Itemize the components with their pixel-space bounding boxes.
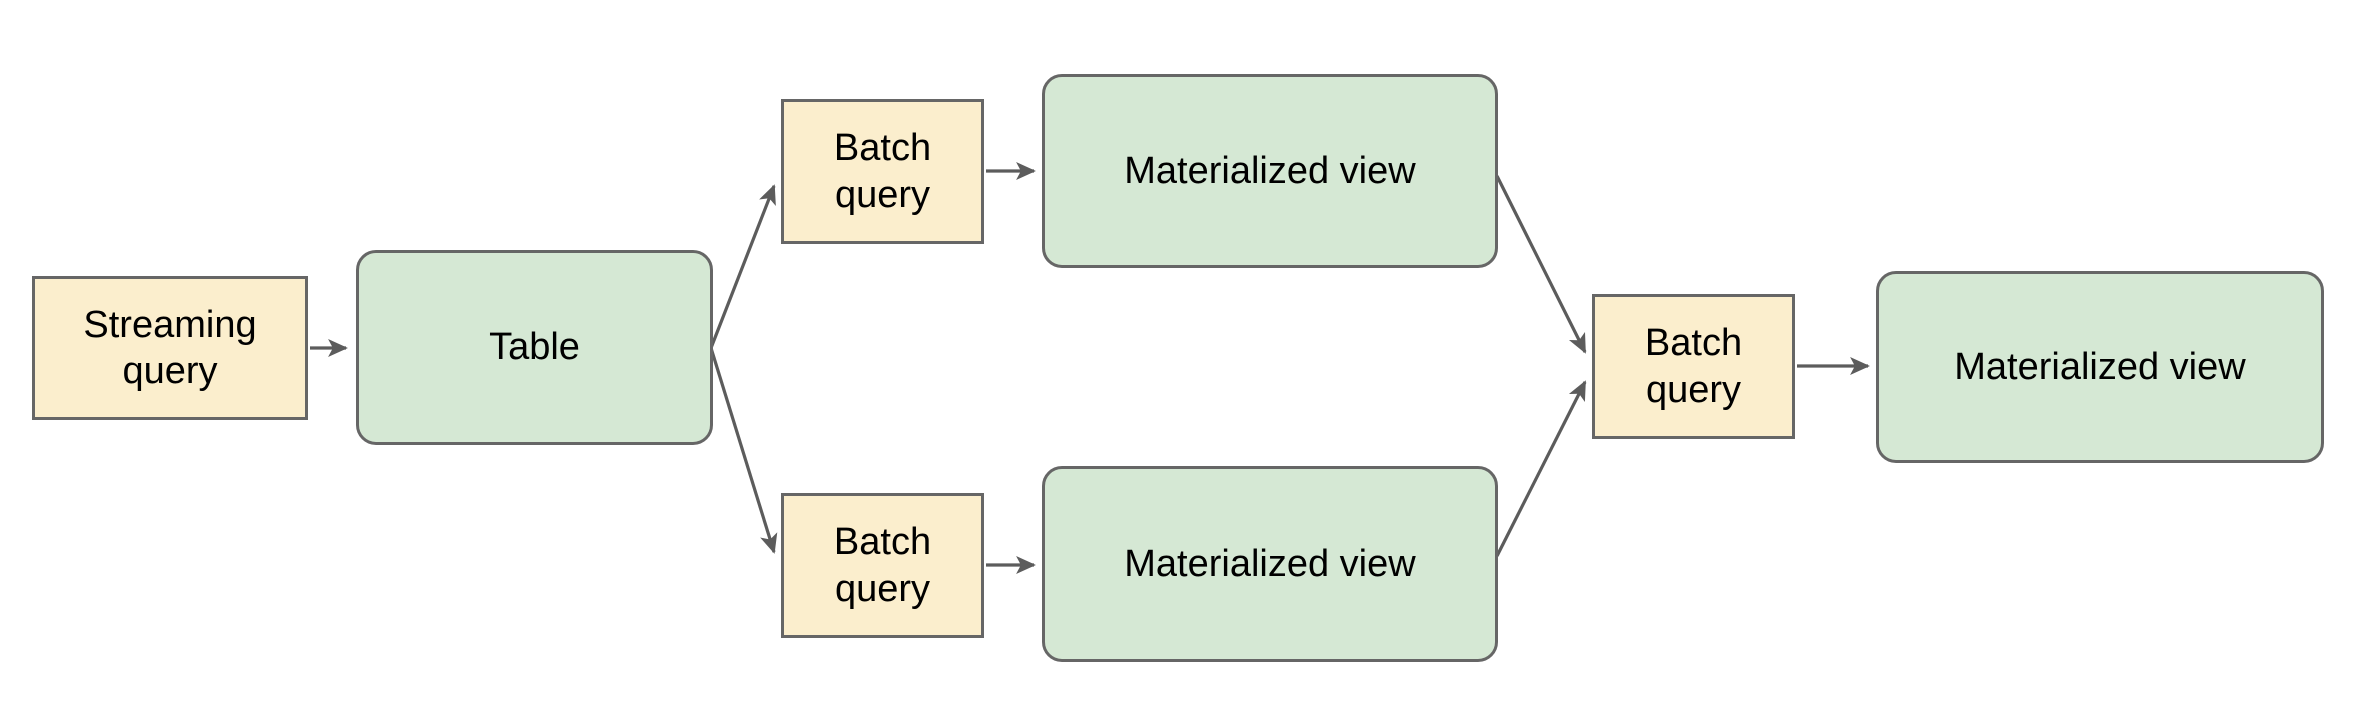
node-materialized-view-top[interactable]: Materialized view <box>1042 74 1498 268</box>
node-materialized-view-right[interactable]: Materialized view <box>1876 271 2324 463</box>
node-batch-query-bottom[interactable]: Batch query <box>781 493 984 638</box>
node-batch-query-top-label: Batch query <box>833 127 932 216</box>
node-batch-query-middle-label: Batch query <box>1644 322 1743 411</box>
edge-mv-top-to-batch-query-middle <box>1495 175 1587 354</box>
node-materialized-view-top-label: Materialized view <box>1124 149 1416 192</box>
node-table[interactable]: Table <box>356 250 713 445</box>
node-materialized-view-bottom-label: Materialized view <box>1124 542 1416 585</box>
edge-table-to-batch-query-bottom <box>709 347 778 554</box>
node-batch-query-middle[interactable]: Batch query <box>1592 294 1795 439</box>
node-batch-query-bottom-label: Batch query <box>833 521 932 610</box>
node-streaming-query-label: Streaming query <box>83 303 257 392</box>
node-materialized-view-bottom[interactable]: Materialized view <box>1042 466 1498 662</box>
node-batch-query-top[interactable]: Batch query <box>781 99 984 244</box>
node-materialized-view-right-label: Materialized view <box>1954 345 2246 388</box>
edge-table-to-batch-query-top <box>709 184 776 349</box>
edge-mv-bottom-to-batch-query-middle <box>1495 380 1587 557</box>
node-streaming-query[interactable]: Streaming query <box>32 276 308 420</box>
node-table-label: Table <box>489 326 580 369</box>
